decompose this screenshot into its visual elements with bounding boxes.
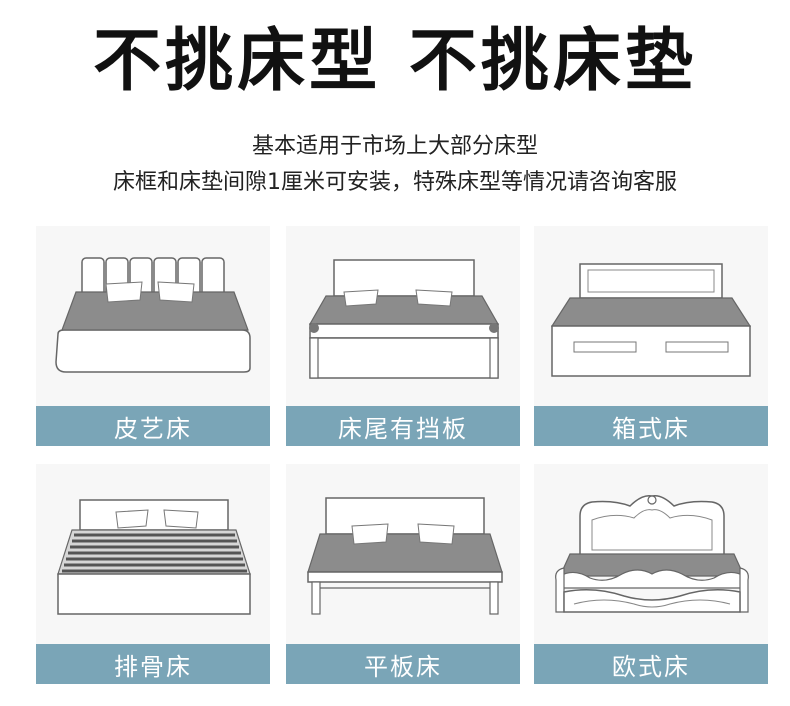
bed-label: 箱式床	[534, 406, 768, 446]
bed-label: 平板床	[286, 644, 520, 684]
bed-card-leather: 皮艺床	[36, 226, 270, 446]
footboard-bed-icon	[308, 259, 500, 379]
box-bed-icon	[550, 263, 752, 377]
subtitle-line-2: 床框和床垫间隙1厘米可安装，特殊床型等情况请咨询客服	[113, 170, 677, 195]
platform-bed-icon	[307, 497, 503, 615]
bed-card-box: 箱式床	[534, 226, 768, 446]
headline: 不挑床型 不挑床垫	[93, 22, 697, 101]
bed-card-footboard: 床尾有挡板	[286, 226, 520, 446]
leather-bed-icon	[55, 257, 251, 373]
bed-card-platform: 平板床	[286, 464, 520, 684]
bed-label: 床尾有挡板	[286, 406, 520, 446]
european-bed-icon	[555, 494, 749, 613]
slat-bed-icon	[57, 499, 251, 615]
subtitle-line-1: 基本适用于市场上大部分床型	[251, 134, 538, 159]
bed-label: 排骨床	[36, 644, 270, 684]
bed-card-european: 欧式床	[534, 464, 768, 684]
bed-card-slat: 排骨床	[36, 464, 270, 684]
bed-label: 皮艺床	[36, 406, 270, 446]
bed-label: 欧式床	[534, 644, 768, 684]
